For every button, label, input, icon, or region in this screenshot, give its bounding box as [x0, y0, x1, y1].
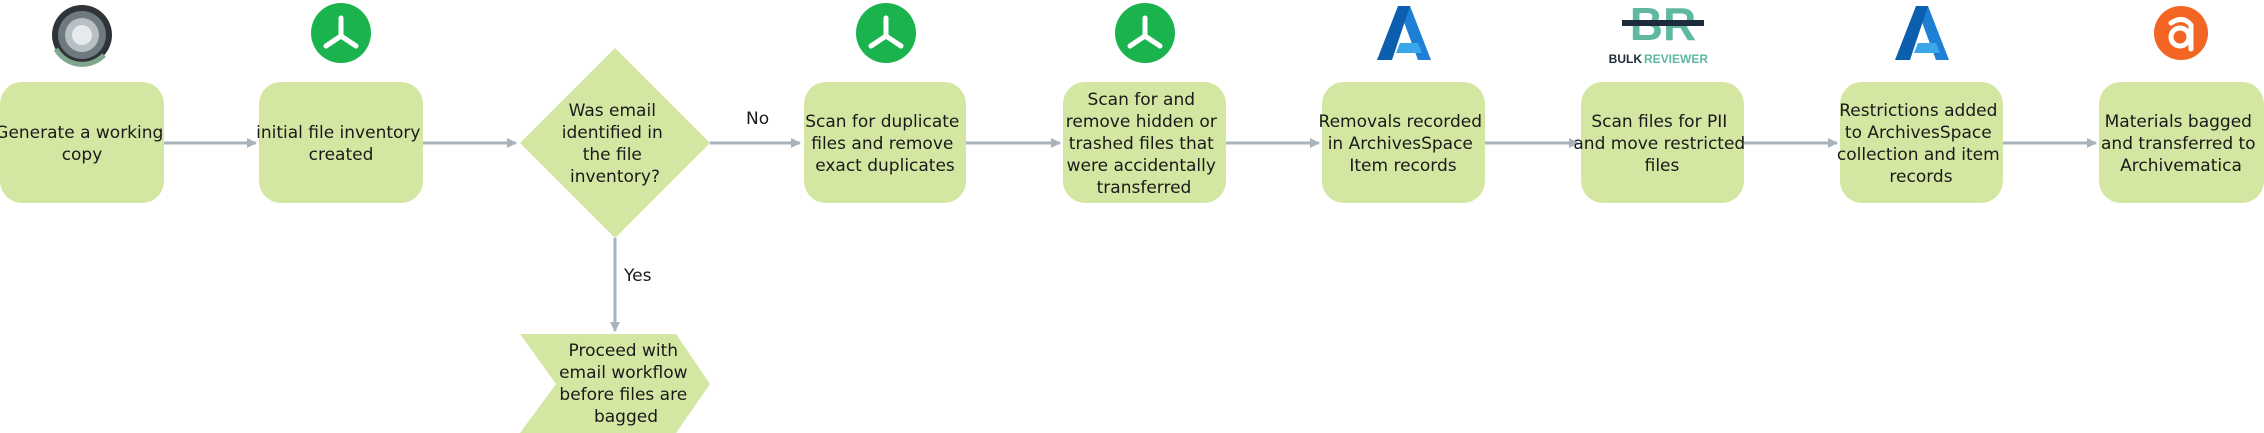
node-label-decision: Was email identified in the file invento…	[562, 101, 668, 187]
label-line: identified in	[562, 123, 663, 143]
edge-label-no: No	[746, 109, 769, 129]
label-line: were accidentally	[1067, 156, 1216, 176]
decision-node-email	[520, 48, 710, 238]
green-trefoil-icon	[311, 3, 371, 63]
process-node-initial-inventory	[259, 82, 423, 203]
label-line: remove hidden or	[1066, 112, 1217, 132]
edges: No Yes	[164, 109, 2097, 332]
label-line: bagged	[594, 407, 658, 427]
label-line: Item records	[1349, 156, 1456, 176]
node-label-pii-scan: Scan files for PII and move restricted f…	[1573, 112, 1750, 176]
edge-label-yes: Yes	[623, 266, 652, 286]
label-line: files	[1645, 156, 1680, 176]
label-line: and move restricted	[1573, 134, 1745, 154]
label-line: inventory?	[570, 167, 660, 187]
label-line: records	[1889, 167, 1952, 187]
node-label-restrictions: Restrictions added to ArchivesSpace coll…	[1837, 101, 2005, 187]
process-node-hidden-files	[1063, 82, 1226, 203]
label-line: files and remove	[811, 134, 953, 154]
bulk-reviewer-word-bulk: BULK	[1609, 52, 1643, 66]
process-node-removals-recorded	[1322, 82, 1485, 203]
green-trefoil-icon	[1115, 3, 1175, 63]
gray-disc-icon	[52, 5, 112, 67]
node-label-initial-inventory: initial file inventory created	[256, 123, 426, 165]
process-node-generate-copy	[0, 82, 164, 203]
label-line: in ArchivesSpace	[1328, 134, 1473, 154]
archivesspace-a-icon	[1377, 6, 1431, 60]
label-line: the file	[583, 145, 642, 165]
node-label-bagged: Materials bagged and transferred to Arch…	[2101, 112, 2261, 176]
label-line: exact duplicates	[815, 156, 955, 176]
label-line: copy	[62, 145, 103, 165]
tool-icons: BR BULK REVIEWER	[52, 0, 2208, 67]
label-line: Scan for and	[1088, 90, 1196, 110]
process-node-duplicates	[804, 82, 966, 203]
node-label-hidden-files: Scan for and remove hidden or trashed fi…	[1066, 90, 1222, 198]
archivematica-a-icon	[2154, 6, 2208, 60]
label-line: Scan for duplicate	[805, 112, 959, 132]
chevron-node-email-workflow	[520, 334, 710, 433]
node-label-removals-recorded: Removals recorded in ArchivesSpace Item …	[1319, 112, 1488, 176]
label-line: trashed files that	[1069, 134, 1214, 154]
node-label-email-workflow: Proceed with email workflow before files…	[559, 341, 693, 427]
label-line: to ArchivesSpace	[1845, 123, 1992, 143]
process-node-restrictions	[1840, 82, 2003, 203]
process-node-bagged	[2099, 82, 2264, 203]
nodes	[0, 48, 2264, 433]
label-line: email workflow	[559, 363, 688, 383]
label-line: and transferred to	[2101, 134, 2256, 154]
label-line: Restrictions added	[1839, 101, 1997, 121]
bulk-reviewer-word-reviewer: REVIEWER	[1644, 52, 1708, 66]
label-line: before files are	[559, 385, 687, 405]
bulk-reviewer-logo: BR BULK REVIEWER	[1609, 0, 1709, 66]
green-trefoil-icon	[856, 3, 916, 63]
node-label-duplicates: Scan for duplicate files and remove exac…	[805, 112, 965, 176]
label-line: created	[309, 145, 374, 165]
bulk-reviewer-bar	[1622, 20, 1704, 26]
label-line: Archivematica	[2120, 156, 2242, 176]
label-line: collection and item	[1837, 145, 2000, 165]
node-label-generate-copy: Generate a working copy	[0, 123, 169, 165]
label-line: Was email	[569, 101, 656, 121]
label-line: Generate a working	[0, 123, 163, 143]
label-line: transferred	[1097, 178, 1192, 198]
label-line: Materials bagged	[2105, 112, 2252, 132]
label-line: Proceed with	[569, 341, 679, 361]
label-line: Scan files for PII	[1591, 112, 1727, 132]
process-node-pii-scan	[1581, 82, 1744, 203]
label-line: Removals recorded	[1319, 112, 1482, 132]
label-line: initial file inventory	[256, 123, 420, 143]
archivesspace-a-icon	[1895, 6, 1949, 60]
node-labels: Generate a working copy initial file inv…	[0, 90, 2261, 427]
